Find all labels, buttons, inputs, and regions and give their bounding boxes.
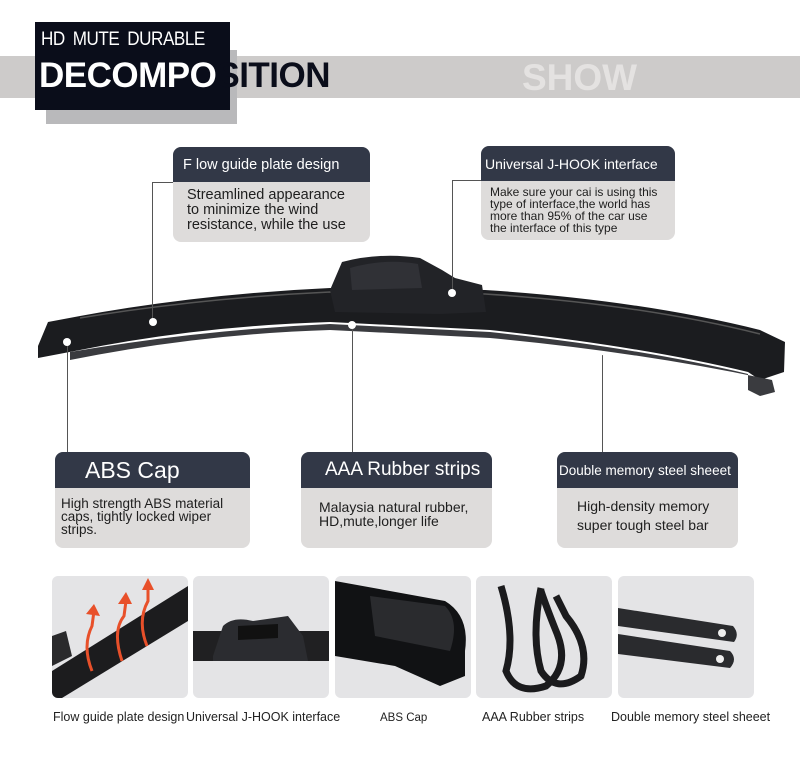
callout-title: Double memory steel sheeet bbox=[557, 452, 738, 488]
callout-rubber-strips: AAA Rubber strips Malaysia natural rubbe… bbox=[301, 452, 492, 548]
page-title: DECOMPOSITION bbox=[39, 56, 331, 96]
thumbnail-caption: Flow guide plate design bbox=[53, 710, 185, 724]
marker-dot bbox=[348, 321, 356, 329]
title-part-white: DECOMPO bbox=[39, 56, 217, 95]
subtitle: HD MUTE DURABLE bbox=[41, 29, 205, 50]
thumbnail-j-hook bbox=[193, 576, 329, 698]
callout-title: ABS Cap bbox=[55, 452, 250, 488]
marker-dot bbox=[63, 338, 71, 346]
marker-dot bbox=[598, 351, 603, 356]
callout-body: Streamlined appearance to minimize the w… bbox=[187, 187, 346, 234]
leader-line bbox=[352, 325, 353, 452]
marker-dot bbox=[448, 289, 456, 297]
callout-body: Malaysia natural rubber, HD,mute,longer … bbox=[319, 499, 469, 529]
leader-line bbox=[152, 182, 153, 322]
title-part-dark: SITION bbox=[216, 56, 331, 95]
leader-line bbox=[602, 355, 603, 452]
thumbnail-flow-guide bbox=[52, 576, 188, 698]
watermark-text: SHOW bbox=[522, 57, 638, 98]
callout-title: AAA Rubber strips bbox=[301, 452, 492, 488]
thumbnail-caption: AAA Rubber strips bbox=[482, 710, 585, 724]
callout-j-hook: Universal J-HOOK interface Make sure you… bbox=[481, 146, 675, 240]
thumbnail-caption: Universal J-HOOK interface bbox=[186, 710, 341, 724]
wiper-blade-image bbox=[38, 255, 785, 396]
thumbnail-caption: ABS Cap bbox=[380, 712, 428, 724]
callout-body: Make sure your cai is using this type of… bbox=[490, 185, 658, 235]
callout-steel-sheet: Double memory steel sheeet High-density … bbox=[557, 452, 738, 548]
callout-body: High-density memory super tough steel ba… bbox=[577, 498, 710, 533]
callout-title: Universal J-HOOK interface bbox=[481, 146, 675, 181]
title-block bbox=[35, 22, 230, 110]
thumbnail-abs-cap bbox=[335, 576, 471, 698]
leader-line bbox=[452, 180, 481, 181]
thumbnail-steel-sheet bbox=[618, 576, 754, 698]
callout-abs-cap: ABS Cap High strength ABS material caps,… bbox=[55, 452, 250, 548]
leader-line bbox=[67, 342, 68, 452]
callout-body: High strength ABS material caps, tightly… bbox=[61, 496, 224, 538]
callout-flow-guide: F low guide plate design Streamlined app… bbox=[173, 147, 370, 242]
marker-dot bbox=[149, 318, 157, 326]
thumbnail-caption: Double memory steel sheeet bbox=[611, 710, 771, 724]
leader-line bbox=[152, 182, 173, 183]
leader-line bbox=[452, 180, 453, 293]
thumbnail-rubber-strips bbox=[476, 576, 612, 698]
callout-title: F low guide plate design bbox=[173, 147, 370, 182]
